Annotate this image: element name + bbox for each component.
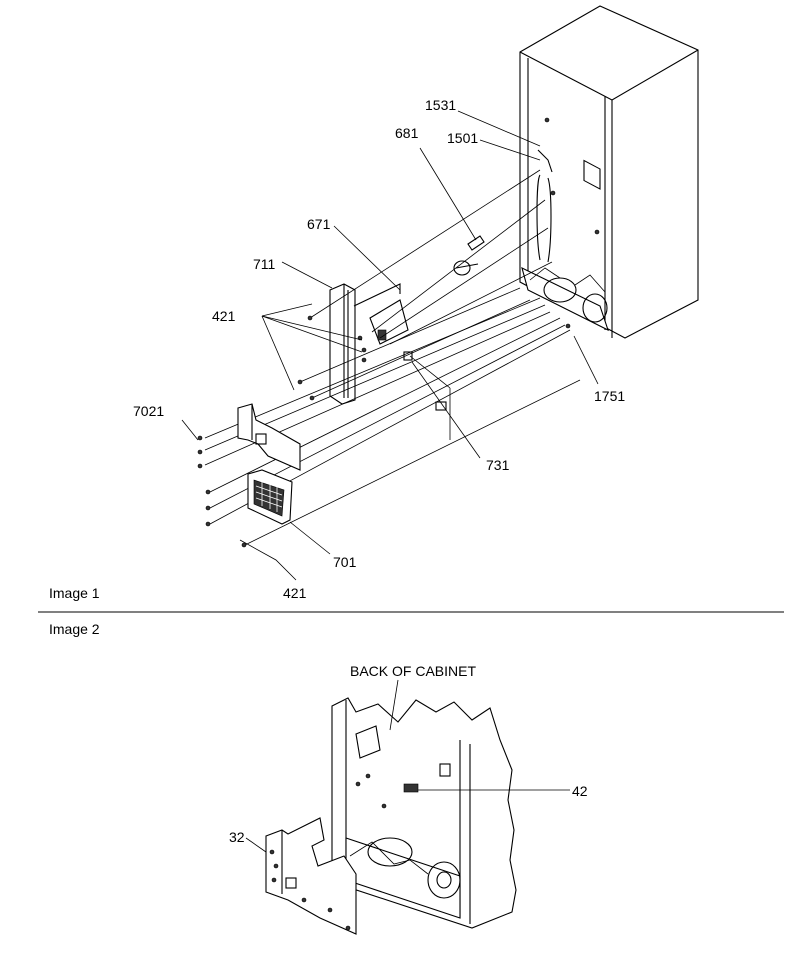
callout-1501: 1501 — [447, 130, 479, 146]
callout-1751: 1751 — [594, 388, 626, 404]
callout-421-lower: 421 — [283, 585, 307, 601]
callout-671: 671 — [307, 216, 331, 232]
panel-32 — [265, 817, 357, 935]
callout-711: 711 — [253, 256, 276, 272]
refrigerator-cabinet — [519, 5, 699, 339]
grille-701 — [205, 469, 293, 548]
callout-42: 42 — [572, 783, 588, 799]
part-671 — [353, 283, 413, 361]
part-681 — [453, 235, 485, 276]
panel-711 — [329, 283, 356, 405]
bracket-7021 — [197, 403, 301, 471]
callout-681: 681 — [395, 125, 419, 141]
assembly-lines — [204, 169, 581, 546]
callout-731: 731 — [486, 457, 510, 473]
callout-701: 701 — [333, 554, 357, 570]
callout-421-upper: 421 — [212, 308, 236, 324]
caption-image-1: Image 1 — [49, 585, 100, 601]
cabinet-back-detail — [331, 697, 517, 929]
caption-image-2: Image 2 — [49, 621, 100, 637]
image2-leaders — [245, 679, 570, 853]
callout-1531: 1531 — [425, 97, 457, 113]
callout-leaders — [181, 110, 599, 581]
back-of-cabinet-title: BACK OF CABINET — [350, 663, 477, 679]
callout-32: 32 — [229, 829, 245, 845]
callout-7021: 7021 — [133, 403, 165, 419]
